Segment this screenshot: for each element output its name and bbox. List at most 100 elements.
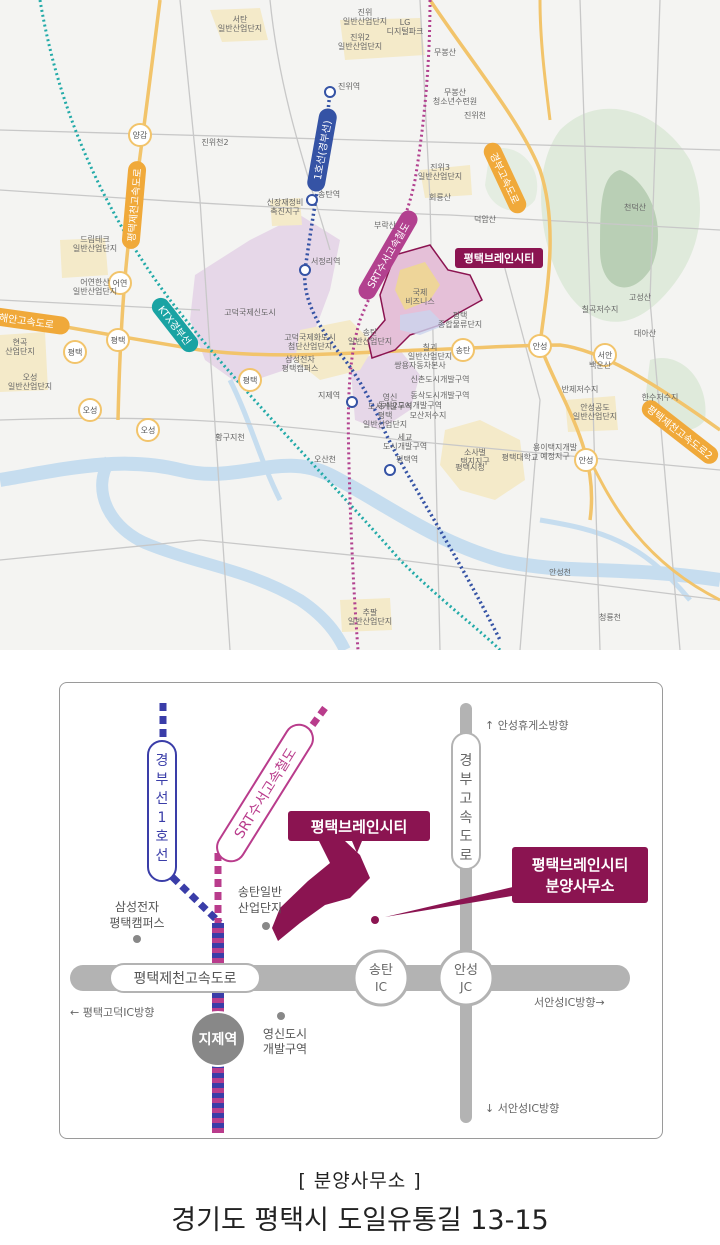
place-label: 대아산 bbox=[634, 328, 657, 338]
rail-stripe bbox=[212, 993, 224, 998]
place-label: 동삭도시개발구역 bbox=[411, 390, 470, 400]
place-label: 칠곡저수지 bbox=[582, 305, 619, 314]
rail-stripe bbox=[212, 1123, 224, 1128]
ic-anseong-jc: 안성 JC bbox=[437, 949, 495, 1007]
ic-label: 어연 bbox=[113, 278, 128, 288]
expressway-gyeongbu bbox=[428, 0, 594, 521]
brain-city-area bbox=[367, 244, 483, 359]
ic-circle bbox=[451, 338, 475, 362]
station-4: 평택역 bbox=[384, 454, 418, 476]
ic-label: 오성 bbox=[141, 426, 156, 435]
brain-city-tag-label: 평택브레인시티 bbox=[464, 251, 535, 265]
station-1: 송탄역 bbox=[306, 189, 340, 206]
rivers bbox=[0, 378, 720, 650]
station-3: 지제역 bbox=[318, 390, 358, 408]
ic-marker-2: 평택 bbox=[63, 340, 87, 364]
station-dot bbox=[324, 86, 336, 98]
ic-marker-10: 안성 bbox=[574, 448, 598, 472]
svg-text:산업단지: 산업단지 bbox=[238, 901, 282, 915]
station-label: 서정리역 bbox=[311, 256, 340, 266]
station-label: 지제역 bbox=[318, 390, 340, 400]
ic-circle bbox=[238, 368, 262, 392]
place-youngsin: 영신도시 개발구역 bbox=[263, 1012, 307, 1056]
ic-marker-9: 평택 bbox=[238, 368, 262, 392]
place-label: 동삭2도시개발구역 bbox=[378, 400, 442, 410]
svg-text:평택브레인시티: 평택브레인시티 bbox=[311, 818, 408, 836]
rail-stripe bbox=[212, 1093, 224, 1098]
svg-text:안성: 안성 bbox=[454, 963, 478, 978]
place-label: 무봉산 bbox=[434, 47, 457, 57]
ic-circle bbox=[78, 398, 102, 422]
ic-label: 양감 bbox=[133, 130, 148, 140]
rail-stripe bbox=[212, 923, 224, 928]
station-dot bbox=[384, 464, 396, 476]
office-caption: [ 분양사무소 ] bbox=[298, 1170, 422, 1192]
expressway-h-pill: 평택제천고속도로 bbox=[109, 963, 261, 993]
ic-label: 평택 bbox=[243, 375, 258, 385]
brain-city-shape bbox=[272, 833, 370, 941]
place-label: 청룡천 bbox=[599, 612, 621, 622]
svg-text:개발구역: 개발구역 bbox=[263, 1042, 307, 1056]
ic-circle bbox=[574, 448, 598, 472]
ic-label: 안성 bbox=[579, 455, 594, 465]
place-label: 천덕산 bbox=[624, 202, 647, 212]
place-samsung: 삼성전자 평택캠퍼스 bbox=[109, 900, 165, 943]
svg-text:평택브레인시티: 평택브레인시티 bbox=[532, 856, 629, 874]
place-label: 고성산 bbox=[629, 292, 652, 302]
ic-marker-3: 평택 bbox=[106, 328, 130, 352]
svg-text:평택캠퍼스: 평택캠퍼스 bbox=[109, 916, 164, 930]
ic-label: 오성 bbox=[83, 406, 98, 415]
svg-text:분양사무소: 분양사무소 bbox=[545, 877, 614, 895]
rail-stripe bbox=[212, 1003, 224, 1008]
station-label: 송탄역 bbox=[318, 189, 340, 199]
rail-stripe bbox=[212, 1073, 224, 1078]
seohaean-tag: 서해안고속도로 bbox=[0, 305, 70, 335]
direction-south: ↓ 서안성IC방향 bbox=[485, 1102, 559, 1115]
place-label: 덕암산 bbox=[474, 214, 497, 224]
ic-marker-7: 송탄 bbox=[451, 338, 475, 362]
rail-stripe bbox=[212, 1083, 224, 1088]
direction-east: 서안성IC방향→ bbox=[534, 996, 605, 1009]
place-label: 평택대학교 bbox=[502, 452, 539, 462]
svg-text:송탄: 송탄 bbox=[369, 963, 393, 978]
ic-circle bbox=[593, 343, 617, 367]
rail-stripe bbox=[212, 943, 224, 948]
ic-label: 평택 bbox=[111, 335, 126, 345]
ic-songtan: 송탄 IC bbox=[352, 949, 410, 1007]
ic-circle bbox=[106, 328, 130, 352]
ic-label: 서안 bbox=[598, 350, 613, 360]
station-label: 평택역 bbox=[396, 454, 418, 464]
svg-text:송탄일반: 송탄일반 bbox=[238, 885, 282, 899]
place-label: 고덕국제신도시 bbox=[224, 307, 276, 317]
direction-north: ↑ 안성휴게소방향 bbox=[485, 719, 569, 732]
ic-marker-1: 어연 bbox=[108, 271, 132, 295]
station-label: 진위역 bbox=[338, 81, 360, 91]
station-dot bbox=[299, 264, 311, 276]
ic-marker-0: 양감 bbox=[128, 123, 152, 147]
place-label: 평택시청 bbox=[455, 462, 484, 472]
srt-line bbox=[346, 0, 432, 650]
station-dot bbox=[346, 396, 358, 408]
regional-map-canvas: 평택브레인시티 1호선(경부선) SRT수서고속철도 KTX경부선 경부고속도로… bbox=[0, 0, 720, 650]
pyeongtaek-jecheon-tag-west: 평택제천고속도로 bbox=[121, 161, 147, 249]
zones bbox=[0, 8, 618, 632]
ic-label: 송탄 bbox=[456, 345, 471, 355]
